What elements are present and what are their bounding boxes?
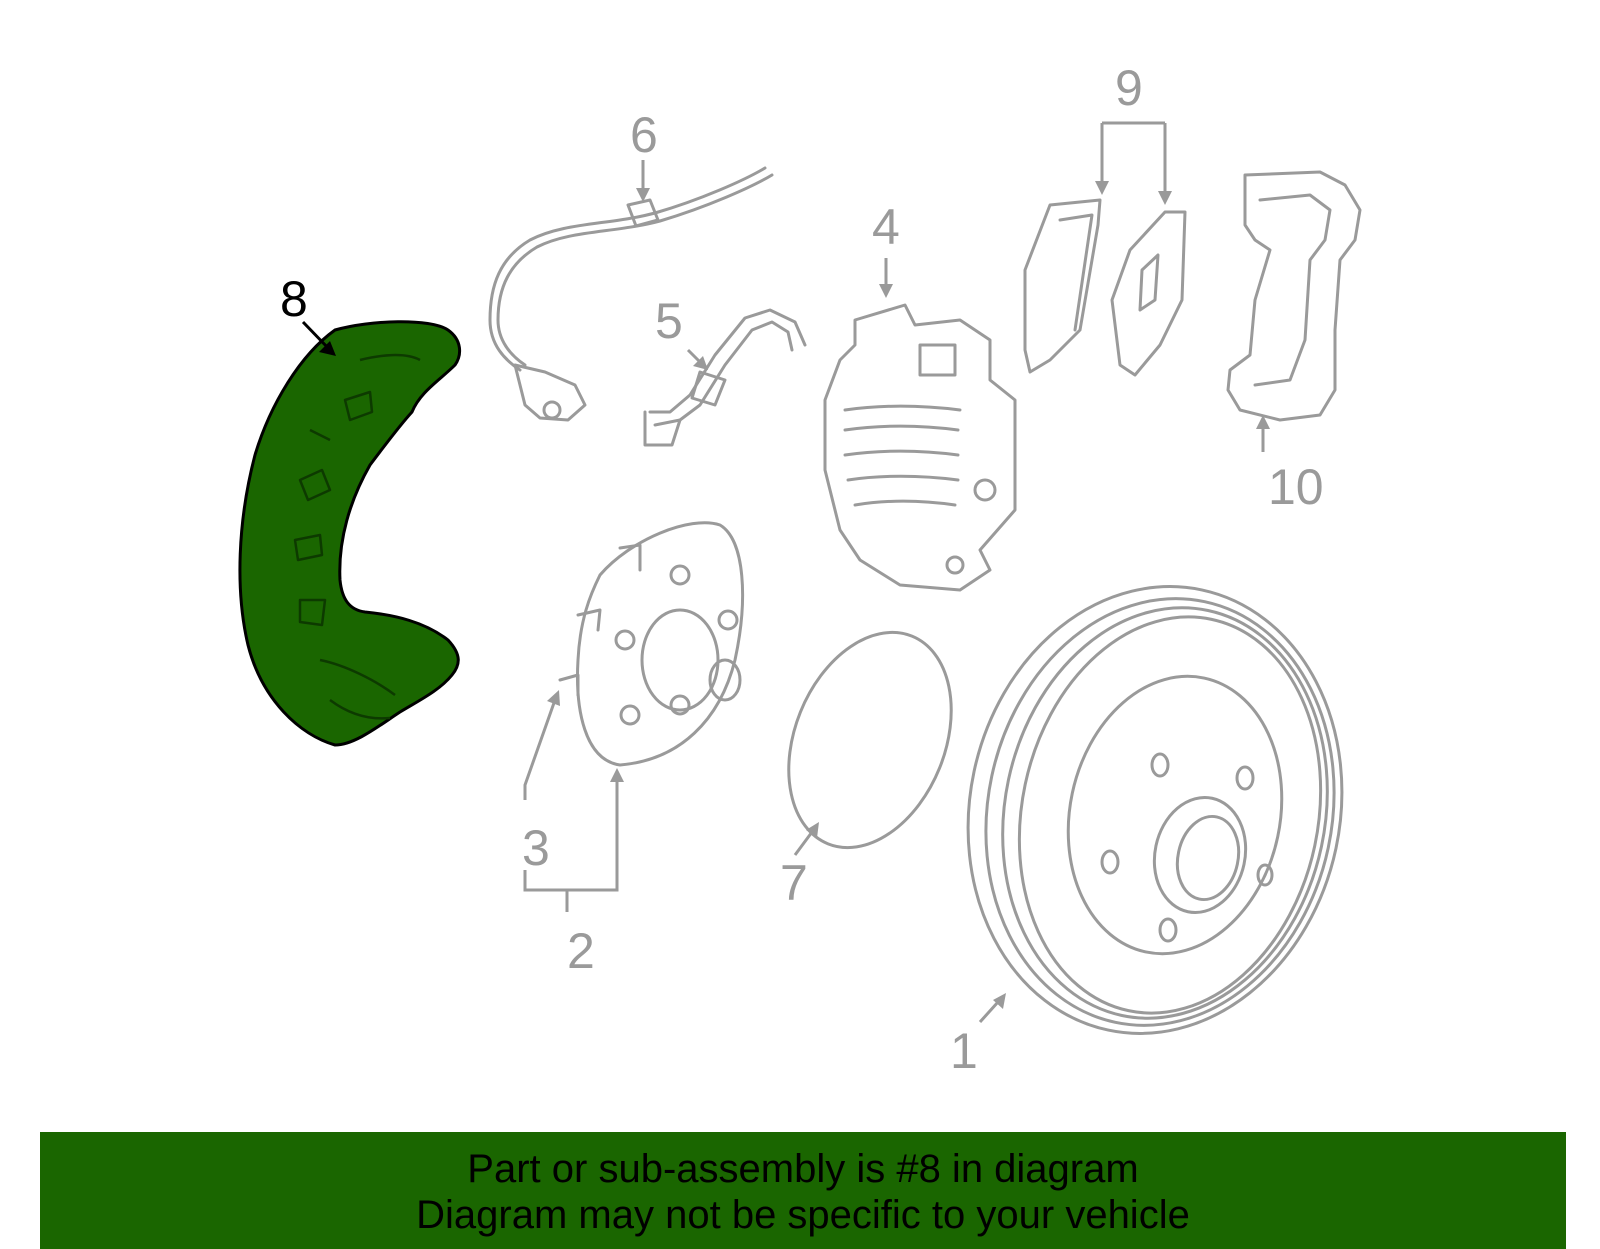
part-4-caliper[interactable] [823,303,1017,592]
callout-9-label: 9 [1115,60,1143,116]
callout-10-label: 10 [1268,459,1324,515]
part-2-hub[interactable] [558,521,745,767]
part-10-caliper-bracket[interactable] [1226,170,1362,422]
callout-4: 4 [872,199,900,298]
callout-9: 9 [1095,60,1172,205]
callout-5: 5 [655,293,708,370]
callout-5-label: 5 [655,293,683,349]
part-1-rotor[interactable] [927,551,1382,1068]
part-7-seal[interactable] [759,608,982,872]
callout-2-label: 2 [567,923,595,979]
callout-6-label: 6 [630,107,658,163]
callout-1: 1 [950,993,1006,1079]
info-banner: Part or sub-assembly is #8 in diagram Di… [40,1132,1566,1249]
callout-3-label: 3 [522,820,550,876]
banner-line-2: Diagram may not be specific to your vehi… [416,1193,1190,1237]
callout-1-label: 1 [950,1023,978,1079]
part-5-brake-hose[interactable] [643,308,807,447]
callout-8: 8 [280,271,336,356]
callout-6: 6 [630,107,658,202]
banner-line-1: Part or sub-assembly is #8 in diagram [467,1147,1139,1191]
part-9-brake-pads[interactable] [1023,198,1187,377]
callout-10: 10 [1256,415,1324,515]
callout-7: 7 [780,822,819,911]
callout-8-label: 8 [280,271,308,327]
callout-2: 2 [523,768,624,979]
callout-7-label: 7 [780,855,808,911]
part-8-splash-shield[interactable] [238,320,462,747]
callout-4-label: 4 [872,199,900,255]
part-6-speed-sensor[interactable] [488,166,774,422]
callout-3: 3 [522,690,560,876]
